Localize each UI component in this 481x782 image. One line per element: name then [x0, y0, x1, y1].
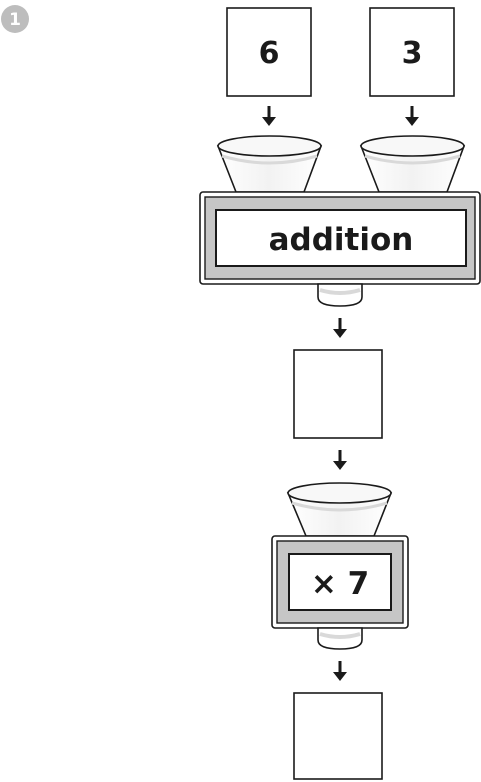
multiply-machine: × 7	[271, 535, 409, 629]
input-value-2: 3	[402, 36, 423, 71]
addition-machine: addition	[199, 191, 481, 285]
arrow-down-icon	[405, 106, 419, 126]
arrow-down-icon	[333, 318, 347, 338]
input-box-2: 3	[369, 7, 455, 97]
input-box-1: 6	[226, 7, 312, 97]
input-funnel-1	[216, 135, 323, 193]
input-value-1: 6	[259, 36, 280, 71]
question-number: 1	[9, 10, 21, 30]
answer-box-2[interactable]	[293, 692, 383, 780]
machine-operation-2: × 7	[311, 566, 369, 602]
arrow-down-icon	[262, 106, 276, 126]
arrow-down-icon	[333, 661, 347, 681]
arrow-down-icon	[333, 450, 347, 470]
output-spout-1	[317, 283, 363, 307]
machine-operation-1: addition	[269, 222, 414, 258]
answer-box-1[interactable]	[293, 349, 383, 439]
input-funnel-3	[286, 482, 393, 537]
input-funnel-2	[359, 135, 466, 193]
output-spout-2	[317, 627, 363, 650]
question-number-badge: 1	[1, 5, 29, 33]
